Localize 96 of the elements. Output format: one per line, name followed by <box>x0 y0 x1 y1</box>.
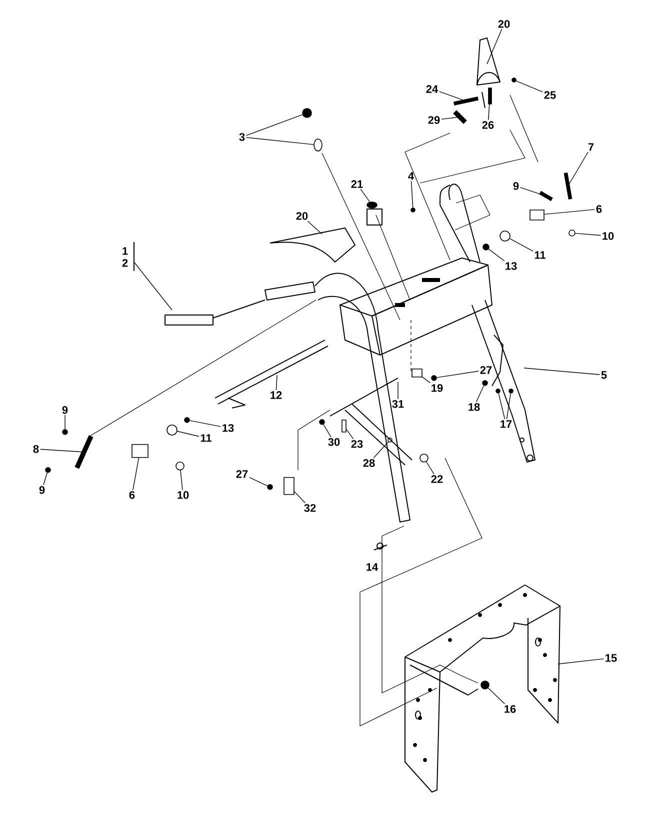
rod <box>453 110 467 124</box>
leader-line <box>516 80 544 92</box>
callout-number: 27 <box>236 470 248 478</box>
small-block <box>132 444 148 458</box>
leader-line <box>64 414 66 430</box>
callout-number: 13 <box>222 424 234 432</box>
callout-number: 16 <box>504 705 516 713</box>
callout-number: 14 <box>366 563 378 571</box>
leader-line <box>246 137 314 145</box>
callout-number: 9 <box>62 406 68 414</box>
callout-number: 26 <box>482 121 494 129</box>
leader-line <box>486 28 502 64</box>
leader-line <box>426 461 434 474</box>
callout-number: 3 <box>239 133 245 141</box>
callout-number: 32 <box>304 504 316 512</box>
leader-line <box>410 180 414 208</box>
leader-line <box>575 232 602 236</box>
callout-number: 10 <box>602 232 614 240</box>
ring <box>388 438 392 442</box>
rod <box>74 435 94 469</box>
callout-number: 6 <box>129 491 135 499</box>
callout-number: 18 <box>468 403 480 411</box>
leader-line <box>436 370 480 378</box>
ring <box>166 424 178 436</box>
callout-number: 13 <box>506 262 517 270</box>
callout-number: 7 <box>588 143 594 151</box>
leader-line <box>569 152 588 184</box>
leader-line <box>476 385 484 402</box>
leader-line <box>488 248 505 262</box>
callout-number: 25 <box>544 91 556 99</box>
leader-line <box>506 393 511 420</box>
leader-line <box>488 104 490 120</box>
ring <box>420 454 428 462</box>
rod <box>488 88 492 104</box>
small-block <box>530 210 544 220</box>
leader-line <box>346 428 354 440</box>
dot <box>480 680 490 690</box>
callout-number: 12 <box>270 391 282 399</box>
leader-line <box>248 477 268 486</box>
callout-number: 6 <box>596 205 602 213</box>
leader-line <box>440 117 458 120</box>
callout-number: 19 <box>432 384 443 392</box>
ring <box>314 138 322 152</box>
callout-number: 21 <box>351 180 363 188</box>
callout-number: 10 <box>178 491 189 499</box>
leader-line <box>360 188 370 202</box>
callout-number: 31 <box>392 400 404 408</box>
callout-number: 5 <box>601 371 607 379</box>
dot <box>302 108 312 118</box>
callout-number: 1 2 <box>122 247 128 267</box>
callout-number: 20 <box>296 212 308 220</box>
leader-line <box>373 441 389 458</box>
small-block <box>412 368 422 378</box>
leader-line <box>176 430 200 437</box>
callout-number: 8 <box>33 445 39 453</box>
ring <box>568 230 576 236</box>
callout-number: 9 <box>513 182 519 190</box>
leader-line <box>488 688 506 704</box>
leader-line <box>544 209 596 215</box>
leader-line <box>509 238 534 252</box>
callout-number: 11 <box>534 251 546 259</box>
ring <box>176 462 184 470</box>
dot <box>366 202 378 208</box>
leader-line <box>498 392 506 420</box>
leader-line <box>134 262 172 310</box>
leader-line <box>132 458 140 490</box>
callout-number: 11 <box>200 434 212 442</box>
ring <box>500 230 510 242</box>
callout-number: 22 <box>431 475 443 483</box>
callout-number: 30 <box>328 438 340 446</box>
small-block <box>342 420 346 432</box>
leader-line <box>276 374 278 390</box>
leader-line <box>40 448 82 452</box>
callout-number: 15 <box>606 654 617 662</box>
leader-line <box>180 470 183 490</box>
leader-line <box>323 424 332 438</box>
callout-number: 27 <box>480 366 492 374</box>
callout-number: 17 <box>500 420 512 428</box>
leader-line <box>190 420 222 427</box>
callout-number: 23 <box>351 440 363 448</box>
callout-number: 4 <box>408 172 414 180</box>
leader-line <box>307 220 322 234</box>
small-block <box>284 477 294 495</box>
callout-number: 28 <box>363 459 375 467</box>
callout-number: 9 <box>39 486 45 494</box>
leader-line <box>422 376 431 384</box>
callout-number: 20 <box>498 20 510 28</box>
callout-number: 29 <box>428 116 440 124</box>
leader-line <box>294 491 306 504</box>
leader-line <box>438 91 463 100</box>
leader-line <box>43 472 48 486</box>
leader-line <box>246 114 303 136</box>
callout-number: 24 <box>426 85 438 93</box>
leader-line <box>520 187 540 194</box>
leader-line <box>558 658 604 664</box>
leader-line <box>524 368 600 375</box>
